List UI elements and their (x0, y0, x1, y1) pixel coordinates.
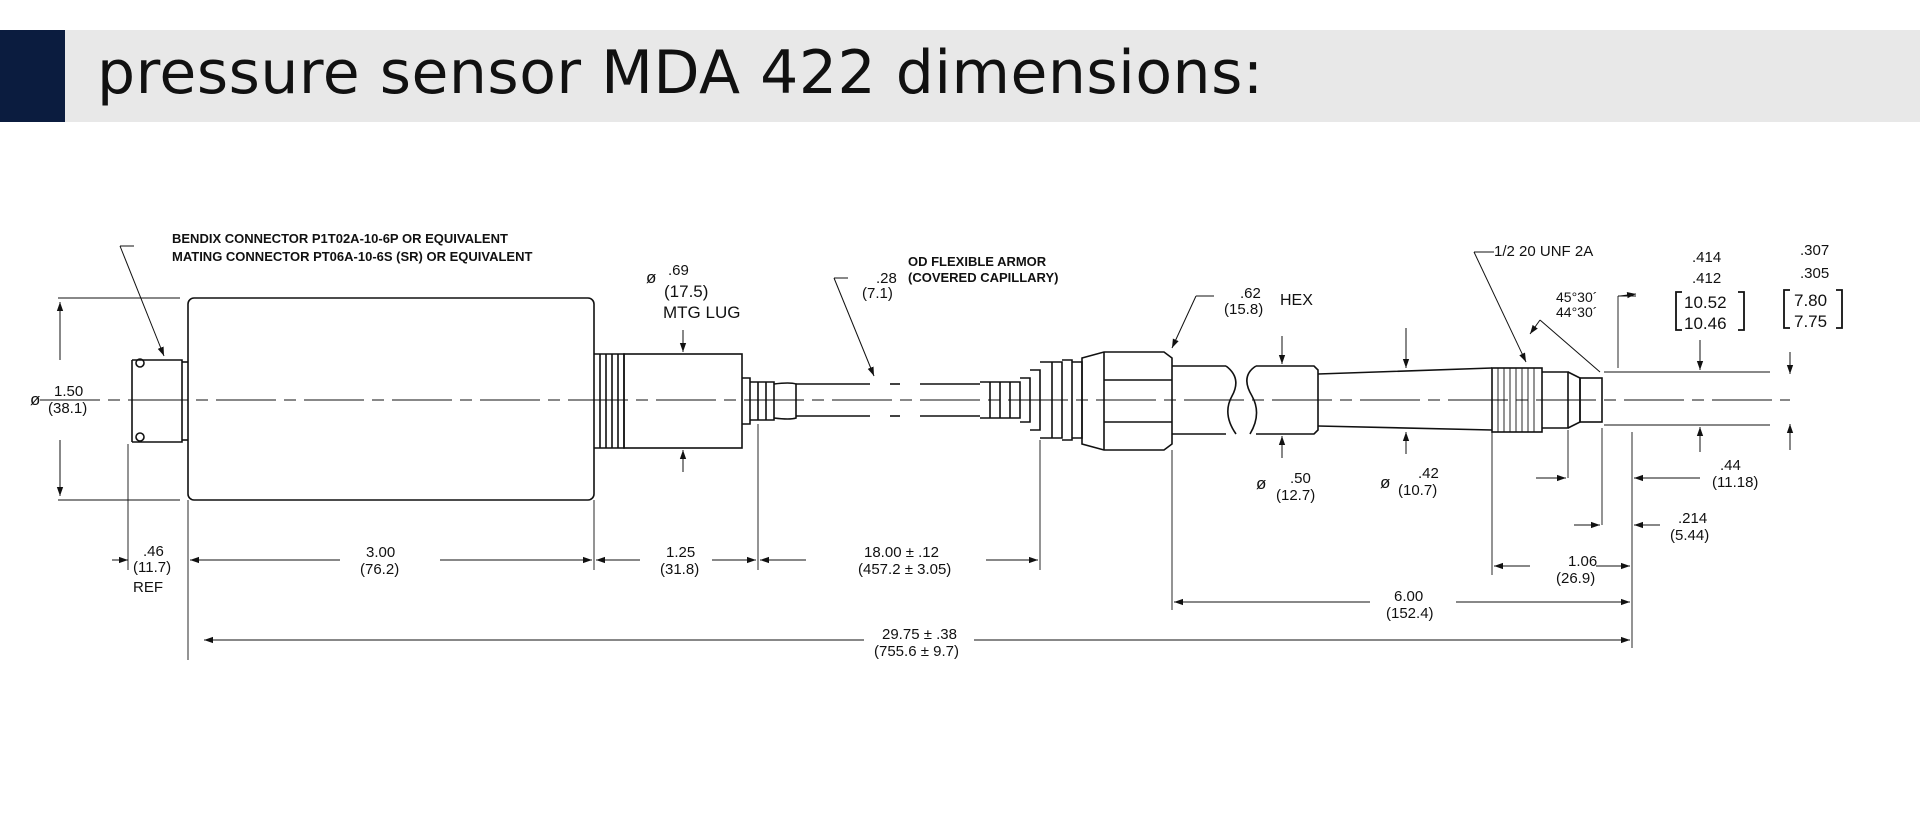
total-len-mm: (755.6 ± 9.7) (874, 643, 959, 660)
diameter-symbol-lug: ø (646, 268, 656, 287)
diameter-symbol-body: ø (30, 390, 40, 409)
lug-dia-mm: (17.5) (664, 282, 708, 301)
fit-len-in: 6.00 (1394, 588, 1423, 605)
stem-shape (1172, 365, 1603, 435)
tip-dia-max-in: .307 (1800, 242, 1829, 259)
stem-dia-in: .50 (1290, 470, 1311, 487)
sensor-body (187, 297, 595, 501)
thread-len-in: 1.06 (1568, 553, 1597, 570)
thread-note: 1/2 20 UNF 2A (1494, 243, 1593, 260)
total-len-in: 29.75 ± .38 (882, 626, 957, 643)
fit-len-mm: (152.4) (1386, 605, 1434, 622)
body-dia-in: 1.50 (54, 383, 83, 400)
thread-len-mm: (26.9) (1556, 570, 1595, 587)
thread-dia-max-mm: 10.52 (1684, 293, 1727, 312)
angle-max: 45°30´ (1556, 289, 1597, 305)
tip-dia-min-mm: 7.75 (1794, 312, 1827, 331)
ref-mm: (11.7) (133, 559, 171, 576)
mtg-lug-shape (594, 353, 797, 449)
neck-dia-in: .42 (1418, 465, 1439, 482)
title-bar (0, 30, 1920, 122)
body-len-in: 3.00 (366, 544, 395, 561)
neck-dia-mm: (10.7) (1398, 482, 1437, 499)
armor-note-line2: (COVERED CAPILLARY) (908, 270, 1058, 285)
page-title: pressure sensor MDA 422 dimensions: (97, 38, 1264, 108)
tip-dia-max-mm: 7.80 (1794, 291, 1827, 310)
diameter-symbol-neck: ø (1380, 473, 1390, 492)
connector-note-line1: BENDIX CONNECTOR P1T02A-10-6P OR EQUIVAL… (172, 231, 508, 246)
tip-len-in: .44 (1720, 457, 1741, 474)
cap-len-in: 18.00 ± .12 (864, 544, 939, 561)
connector-shape (131, 358, 188, 443)
tip-dia-min-in: .305 (1800, 265, 1829, 282)
hex-shape (1081, 351, 1173, 451)
thread-dia-max-in: .414 (1692, 249, 1721, 266)
diameter-symbol-stem: ø (1256, 474, 1266, 493)
cap-len-mm: (457.2 ± 3.05) (858, 561, 951, 578)
body-dia-mm: (38.1) (48, 400, 87, 417)
lug-len-in: 1.25 (666, 544, 695, 561)
ref-in: .46 (143, 543, 164, 560)
mtg-lug-label: MTG LUG (663, 303, 740, 322)
armor-mm: (7.1) (862, 285, 893, 302)
armor-note-line1: OD FLEXIBLE ARMOR (908, 254, 1047, 269)
lug-len-mm: (31.8) (660, 561, 699, 578)
tip-len-mm: (11.18) (1712, 474, 1758, 491)
thread-dia-min-in: .412 (1692, 270, 1721, 287)
connector-note-line2: MATING CONNECTOR PT06A-10-6S (SR) OR EQU… (172, 249, 532, 264)
armor-in: .28 (876, 270, 897, 287)
body-len-mm: (76.2) (360, 561, 399, 578)
title-accent-block (0, 30, 65, 122)
hex-in: .62 (1240, 285, 1261, 302)
ref-label: REF (133, 579, 163, 596)
angle-min: 44°30´ (1556, 304, 1597, 320)
lug-dia-in: .69 (668, 262, 689, 279)
hex-label: HEX (1280, 292, 1313, 309)
tip2-len-mm: (5.44) (1670, 527, 1709, 544)
thread-dia-min-mm: 10.46 (1684, 314, 1727, 333)
tip2-len-in: .214 (1678, 510, 1707, 527)
stem-dia-mm: (12.7) (1276, 487, 1315, 504)
capillary-shape (796, 359, 1083, 441)
hex-mm: (15.8) (1224, 301, 1263, 318)
